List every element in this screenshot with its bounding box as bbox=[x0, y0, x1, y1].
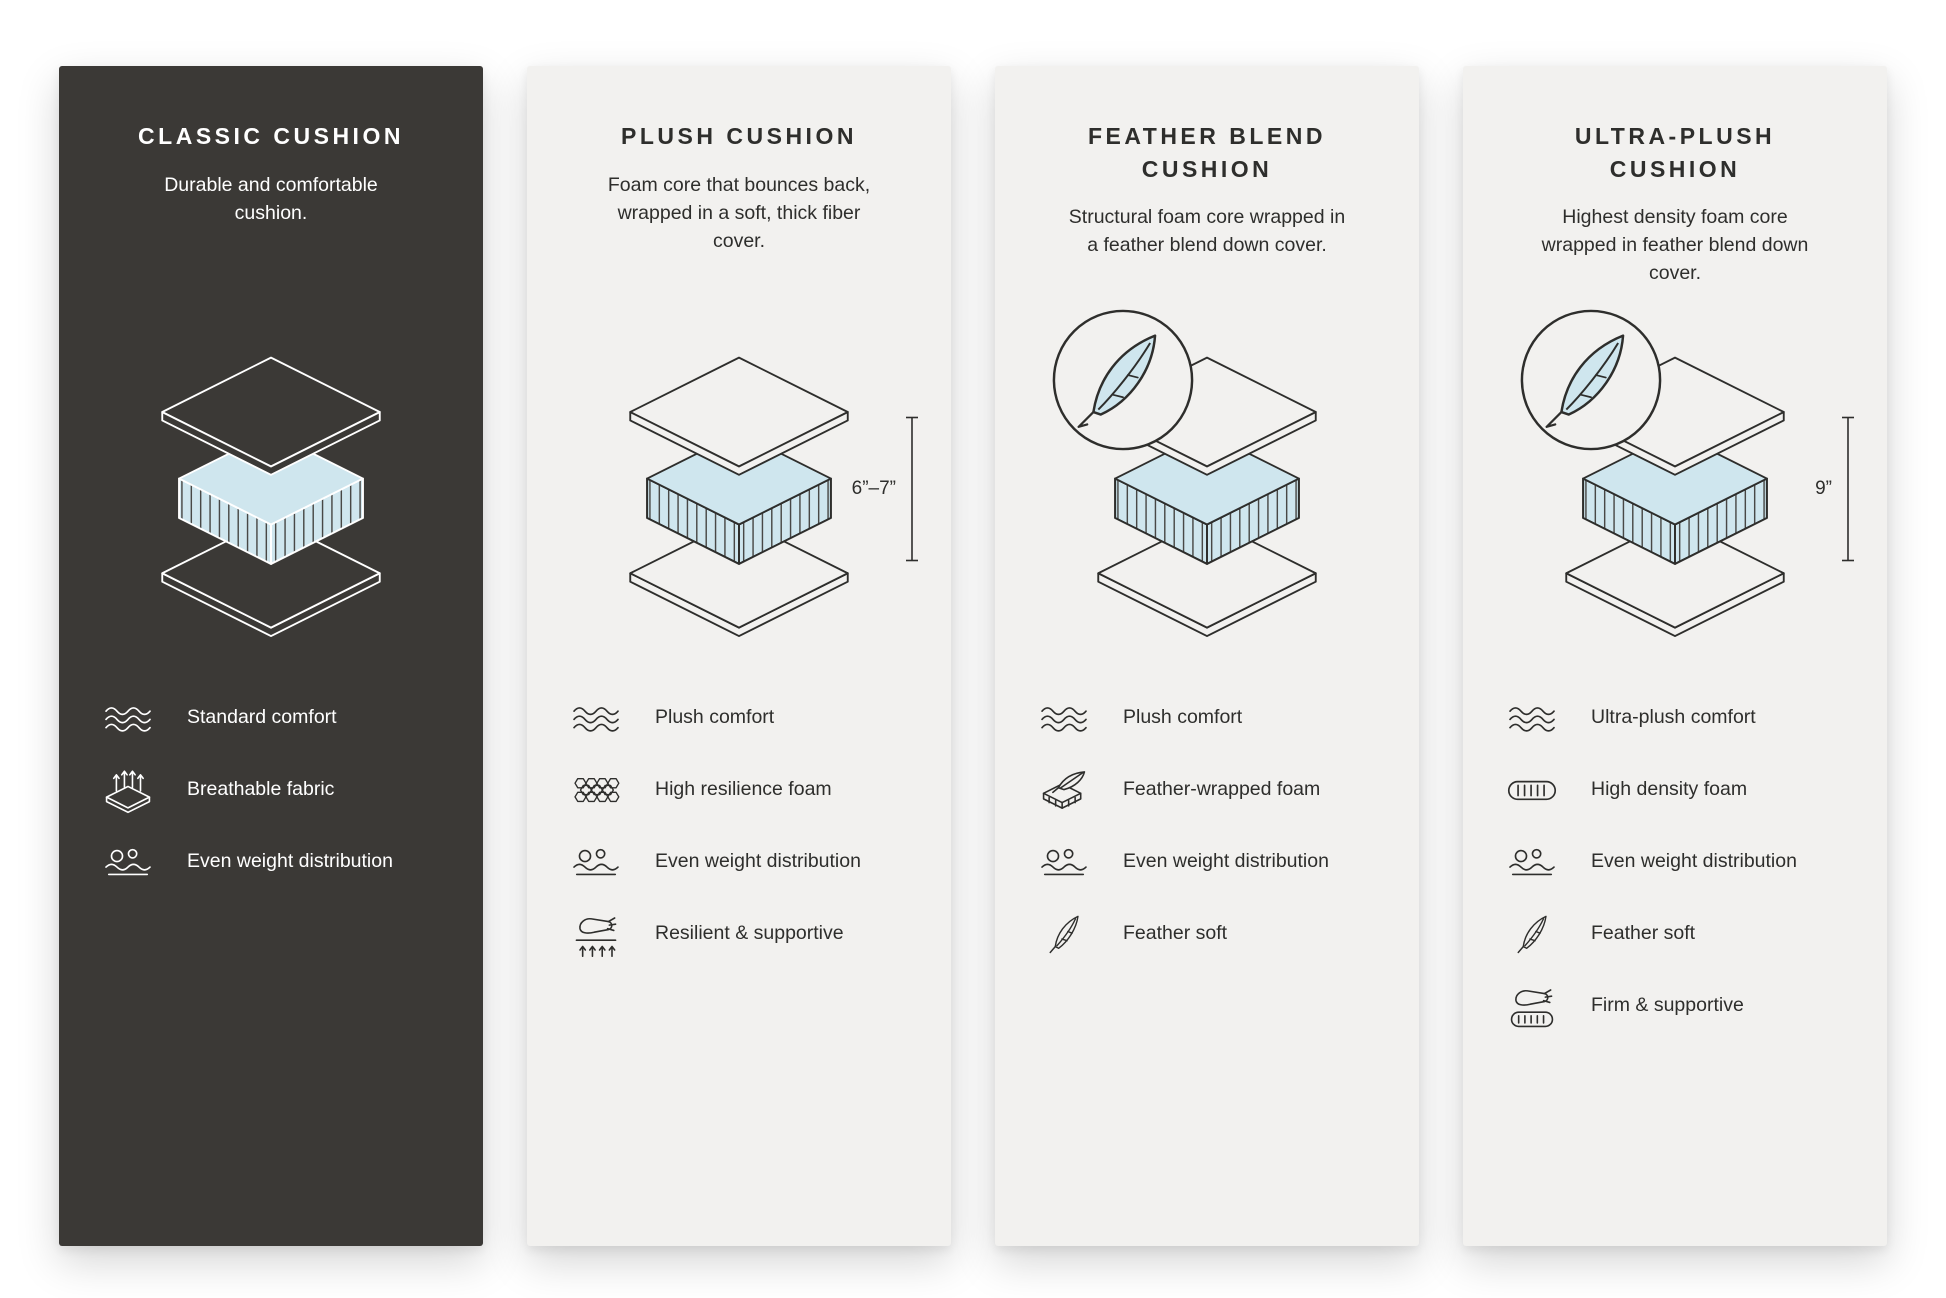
card-description: Foam core that bounces back, wrapped in … bbox=[607, 173, 871, 252]
feature-feather-soft: Feather soft bbox=[1035, 907, 1379, 961]
card-header: ULTRA-PLUSH CUSHION Highest density foam… bbox=[1503, 120, 1847, 310]
feature-breathable-fabric: Breathable fabric bbox=[99, 763, 443, 817]
feature-even-weight: Even weight distribution bbox=[1503, 835, 1847, 889]
cushion-layers-diagram: 6”–7” bbox=[617, 352, 918, 637]
dimension-line bbox=[906, 416, 918, 562]
feather-wrapped-foam-icon bbox=[1035, 769, 1093, 812]
feature-high-resilience-foam: High resilience foam bbox=[567, 763, 911, 817]
cushion-illustration bbox=[617, 352, 861, 637]
height-dimension: 9” bbox=[1815, 416, 1855, 562]
feature-label: Even weight distribution bbox=[655, 850, 861, 873]
feature-label: Resilient & supportive bbox=[655, 922, 844, 945]
feature-label: Ultra-plush comfort bbox=[1591, 706, 1756, 729]
waves-icon bbox=[1503, 702, 1561, 735]
card-title: PLUSH CUSHION bbox=[621, 123, 857, 149]
feature-plush-comfort: Plush comfort bbox=[567, 691, 911, 745]
card-title: CLASSIC CUSHION bbox=[138, 123, 404, 149]
feature-resilient-supportive: Resilient & supportive bbox=[567, 907, 911, 961]
even-weight-icon bbox=[1503, 846, 1561, 879]
feature-standard-comfort: Standard comfort bbox=[99, 691, 443, 745]
feather-icon bbox=[1035, 912, 1093, 956]
even-weight-icon bbox=[567, 846, 625, 879]
feature-firm-supportive: Firm & supportive bbox=[1503, 979, 1847, 1033]
feature-label: Plush comfort bbox=[655, 706, 775, 729]
resilient-hand-icon bbox=[567, 910, 625, 958]
card-classic-cushion: CLASSIC CUSHION Durable and comfortable … bbox=[59, 66, 483, 1246]
card-title: ULTRA-PLUSH CUSHION bbox=[1574, 123, 1776, 182]
feature-even-weight: Even weight distribution bbox=[567, 835, 911, 889]
card-header: FEATHER BLEND CUSHION Structural foam co… bbox=[1035, 120, 1379, 310]
feature-plush-comfort: Plush comfort bbox=[1035, 691, 1379, 745]
breathable-fabric-icon bbox=[99, 765, 157, 815]
cushion-layers-diagram bbox=[1052, 309, 1329, 637]
even-weight-icon bbox=[1035, 846, 1093, 879]
feather-icon bbox=[1503, 912, 1561, 956]
feature-label: Even weight distribution bbox=[1123, 850, 1329, 873]
feature-label: Standard comfort bbox=[187, 706, 337, 729]
feather-badge bbox=[1520, 309, 1662, 451]
dimension-line bbox=[1842, 416, 1854, 562]
feature-feather-soft: Feather soft bbox=[1503, 907, 1847, 961]
card-plush-cushion: PLUSH CUSHION Foam core that bounces bac… bbox=[527, 66, 951, 1246]
dimension-label: 9” bbox=[1815, 478, 1832, 499]
feature-list: Standard comfort Breathable fabric Even … bbox=[99, 691, 443, 907]
cushion-illustration bbox=[149, 352, 393, 637]
cushion-comparison-infographic: CLASSIC CUSHION Durable and comfortable … bbox=[59, 66, 1887, 1246]
feature-even-weight: Even weight distribution bbox=[99, 835, 443, 889]
feature-label: Feather soft bbox=[1123, 922, 1228, 945]
feature-list: Ultra-plush comfort High density foam Ev… bbox=[1503, 691, 1847, 1051]
feature-even-weight: Even weight distribution bbox=[1035, 835, 1379, 889]
card-ultra-plush-cushion: ULTRA-PLUSH CUSHION Highest density foam… bbox=[1463, 66, 1887, 1246]
card-description: Durable and comfortable cushion. bbox=[164, 173, 378, 224]
feature-label: Feather-wrapped foam bbox=[1123, 778, 1321, 801]
card-title: FEATHER BLEND CUSHION bbox=[1087, 123, 1326, 182]
feature-label: Even weight distribution bbox=[1591, 850, 1797, 873]
waves-icon bbox=[99, 702, 157, 735]
dimension-label: 6”–7” bbox=[851, 478, 896, 499]
feature-label: Even weight distribution bbox=[187, 850, 393, 873]
feather-badge bbox=[1052, 309, 1194, 451]
feature-label: Feather soft bbox=[1591, 922, 1696, 945]
feature-label: High resilience foam bbox=[655, 778, 832, 801]
firm-supportive-icon bbox=[1503, 982, 1561, 1030]
cushion-layers-diagram bbox=[149, 352, 393, 637]
card-header: CLASSIC CUSHION Durable and comfortable … bbox=[99, 120, 443, 310]
card-description: Highest density foam core wrapped in fea… bbox=[1541, 206, 1809, 285]
card-description: Structural foam core wrapped in a feathe… bbox=[1068, 206, 1346, 257]
feature-label: Firm & supportive bbox=[1591, 994, 1744, 1017]
cushion-layers-diagram: 9” bbox=[1520, 309, 1854, 637]
high-density-foam-icon bbox=[1503, 775, 1561, 805]
feature-label: Plush comfort bbox=[1123, 706, 1243, 729]
feature-feather-wrapped-foam: Feather-wrapped foam bbox=[1035, 763, 1379, 817]
feature-high-density-foam: High density foam bbox=[1503, 763, 1847, 817]
feature-label: Breathable fabric bbox=[187, 778, 335, 801]
feature-list: Plush comfort High resilience foam Even … bbox=[567, 691, 911, 979]
card-header: PLUSH CUSHION Foam core that bounces bac… bbox=[567, 120, 911, 310]
waves-icon bbox=[567, 702, 625, 735]
feature-label: High density foam bbox=[1591, 778, 1748, 801]
feature-list: Plush comfort Feather-wrapped foam Even … bbox=[1035, 691, 1379, 979]
feature-ultra-plush-comfort: Ultra-plush comfort bbox=[1503, 691, 1847, 745]
waves-icon bbox=[1035, 702, 1093, 735]
even-weight-icon bbox=[99, 846, 157, 879]
honeycomb-foam-icon bbox=[567, 775, 625, 806]
card-feather-blend-cushion: FEATHER BLEND CUSHION Structural foam co… bbox=[995, 66, 1419, 1246]
height-dimension: 6”–7” bbox=[852, 416, 919, 562]
